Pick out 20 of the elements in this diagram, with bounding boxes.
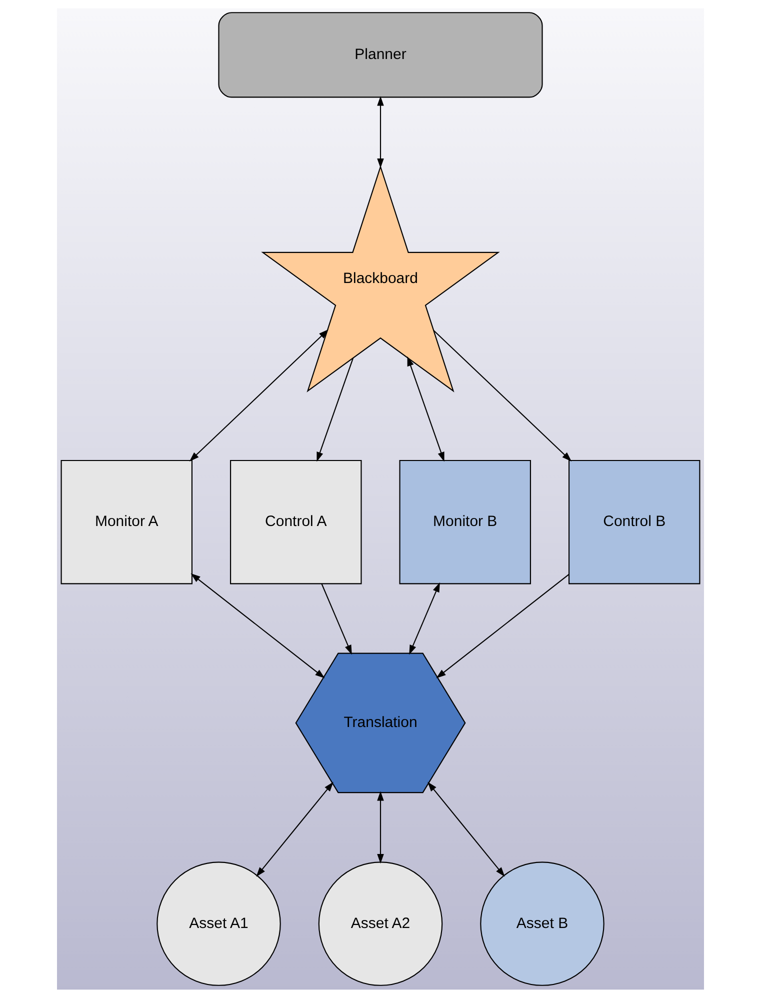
arrow: [316, 358, 354, 462]
arrow: [190, 573, 325, 678]
arrow: [189, 329, 328, 462]
node-box: Monitor B: [399, 460, 531, 584]
arrow: [433, 330, 572, 462]
arrow: [377, 791, 384, 864]
arrow: [436, 574, 570, 678]
arrow: [256, 782, 334, 877]
arrow: [321, 584, 352, 655]
node-box: Planner: [218, 12, 543, 98]
node-box: Monitor A: [60, 460, 192, 584]
arrow: [409, 582, 440, 655]
arrow: [428, 782, 505, 877]
arrow: [377, 96, 384, 168]
node-box: Control A: [230, 460, 362, 584]
node-circle: Asset A2: [318, 862, 443, 986]
node-circle: Asset A1: [156, 862, 281, 986]
node-box: Control B: [568, 460, 700, 584]
arrow: [407, 356, 444, 462]
node-circle: Asset B: [480, 862, 604, 986]
